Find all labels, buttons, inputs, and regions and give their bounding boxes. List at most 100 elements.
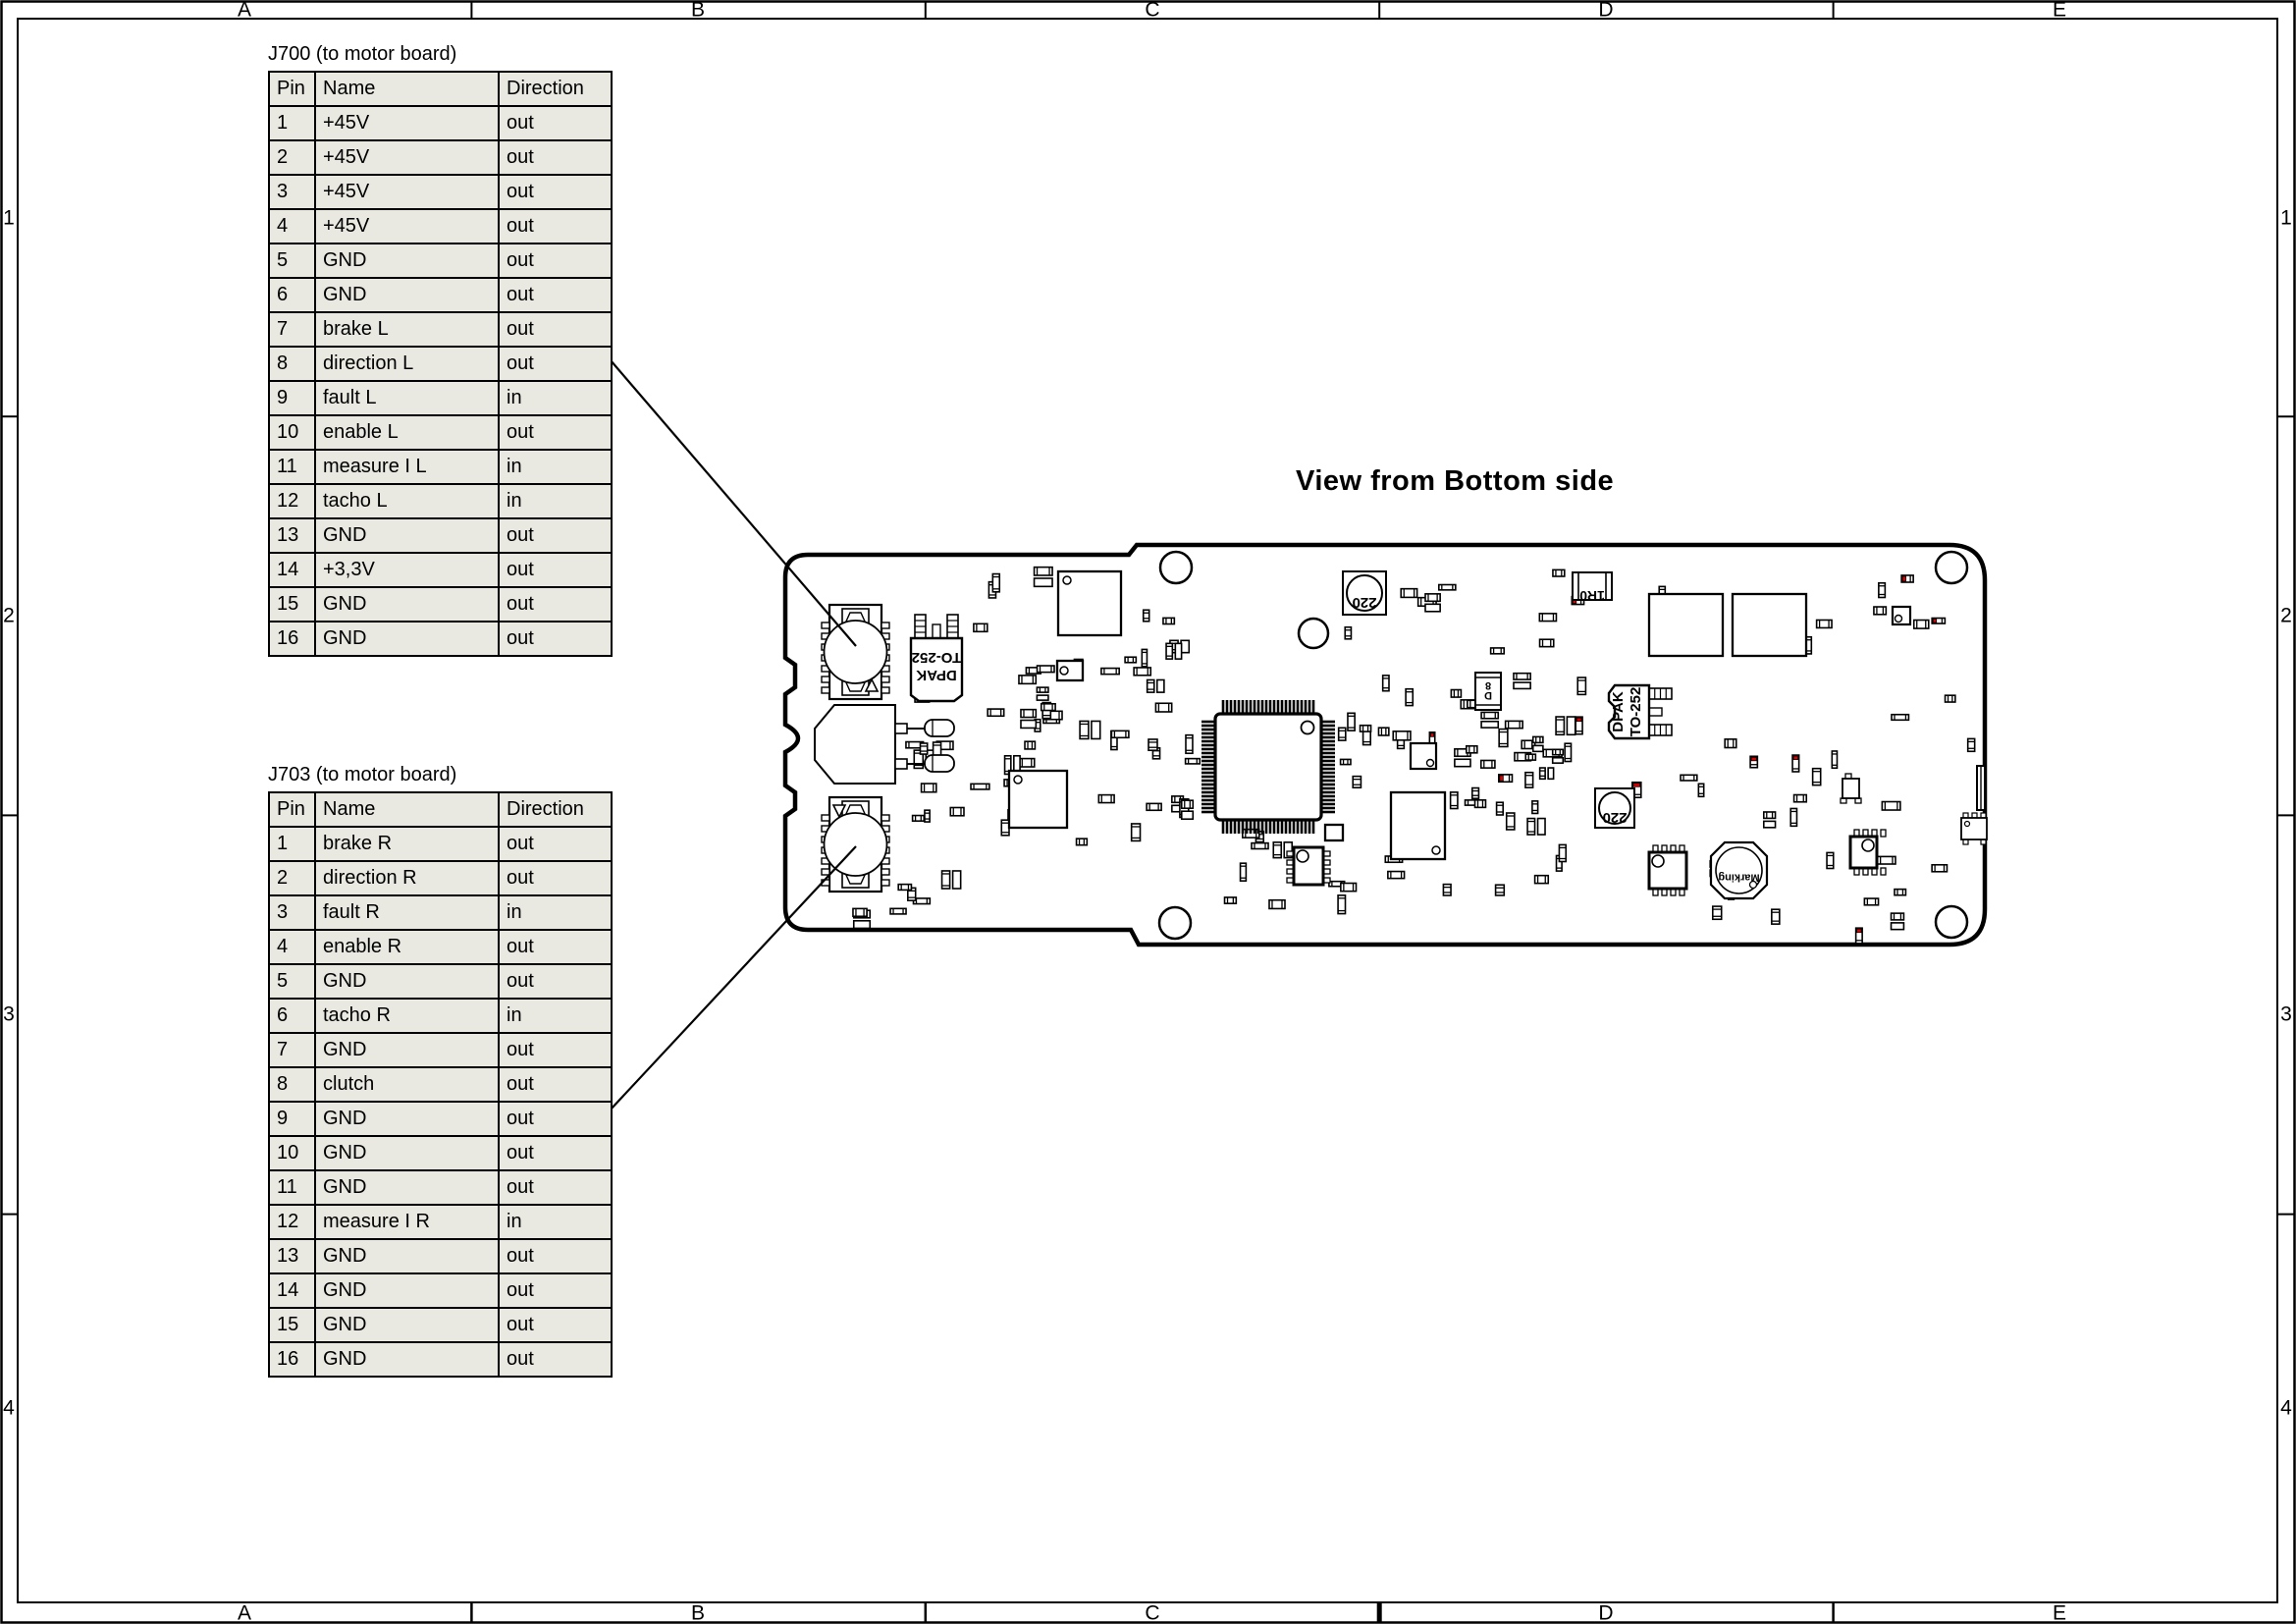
table-cell: 1	[268, 826, 316, 862]
table-cell: GND	[314, 963, 500, 1000]
frame-col-label-bottom: D	[1598, 1601, 1614, 1624]
table-cell: measure I L	[314, 449, 500, 485]
ic-outline	[1007, 769, 1069, 830]
soic8-chip	[1848, 829, 1887, 876]
table-cell: out	[498, 963, 613, 1000]
frame-col-label-top: A	[237, 0, 252, 22]
frame-row-label-right: 4	[2280, 1396, 2292, 1420]
ic-outline	[1731, 592, 1808, 658]
table-cell: enable R	[314, 929, 500, 965]
frame-col-label-top: B	[690, 0, 706, 22]
inductor-220: 220	[1342, 570, 1387, 616]
column-header: Direction	[498, 71, 613, 107]
table-cell: +45V	[314, 208, 500, 244]
table-cell: brake R	[314, 826, 500, 862]
frame-col-label-top: E	[2052, 0, 2067, 22]
sot23-5-chip	[1960, 812, 1988, 845]
table-cell: 2	[268, 139, 316, 176]
table-title-j703: J703 (to motor board)	[268, 764, 457, 785]
table-cell: 9	[268, 1101, 316, 1137]
table-cell: out	[498, 1101, 613, 1137]
table-cell: out	[498, 1307, 613, 1343]
diode-d8: D8	[1474, 672, 1502, 711]
frame-col-label-bottom: C	[1145, 1601, 1160, 1624]
table-cell: out	[498, 826, 613, 862]
table-cell: GND	[314, 1307, 500, 1343]
table-cell: GND	[314, 277, 500, 313]
table-cell: 6	[268, 998, 316, 1034]
table-cell: measure I R	[314, 1204, 500, 1240]
table-cell: GND	[314, 243, 500, 279]
column-header: Pin	[268, 791, 316, 828]
table-title-j700: J700 (to motor board)	[268, 43, 457, 65]
table-cell: 3	[268, 894, 316, 931]
table-cell: brake L	[314, 311, 500, 348]
dpak-to252-package: DPAKTO-252	[909, 614, 964, 703]
table-cell: out	[498, 1135, 613, 1171]
table-cell: out	[498, 277, 613, 313]
svg-text:220: 220	[1352, 594, 1376, 611]
table-cell: 7	[268, 1032, 316, 1068]
table-cell: out	[498, 1066, 613, 1103]
table-cell: 15	[268, 586, 316, 623]
qfn-chip	[1409, 741, 1438, 771]
table-cell: in	[498, 1204, 613, 1240]
table-cell: 14	[268, 552, 316, 588]
table-cell: 2	[268, 860, 316, 896]
table-cell: clutch	[314, 1066, 500, 1103]
table-cell: GND	[314, 621, 500, 657]
table-cell: 11	[268, 449, 316, 485]
table-cell: tacho L	[314, 483, 500, 519]
frame-row-label-left: 2	[3, 604, 15, 627]
table-cell: 4	[268, 929, 316, 965]
table-cell: 8	[268, 346, 316, 382]
table-cell: out	[498, 517, 613, 554]
table-cell: out	[498, 208, 613, 244]
table-cell: +3,3V	[314, 552, 500, 588]
table-cell: out	[498, 174, 613, 210]
ic-outline	[1389, 790, 1447, 861]
ic-outline	[1323, 823, 1345, 842]
svg-text:1R0: 1R0	[1579, 588, 1605, 604]
table-cell: GND	[314, 1169, 500, 1206]
table-cell: out	[498, 105, 613, 141]
ic-outline	[1055, 659, 1085, 682]
view-from-bottom-label: View from Bottom side	[1296, 465, 1615, 497]
frame-col-label-top: C	[1145, 0, 1160, 22]
table-cell: 10	[268, 1135, 316, 1171]
leader-lines	[610, 359, 857, 1110]
table-cell: in	[498, 449, 613, 485]
table-cell: GND	[314, 1101, 500, 1137]
table-cell: out	[498, 243, 613, 279]
table-cell: GND	[314, 1032, 500, 1068]
frame-col-label-bottom: E	[2052, 1601, 2067, 1624]
table-cell: 10	[268, 414, 316, 451]
table-cell: 11	[268, 1169, 316, 1206]
edge-contact	[1976, 765, 1986, 811]
table-cell: in	[498, 483, 613, 519]
table-cell: +45V	[314, 105, 500, 141]
